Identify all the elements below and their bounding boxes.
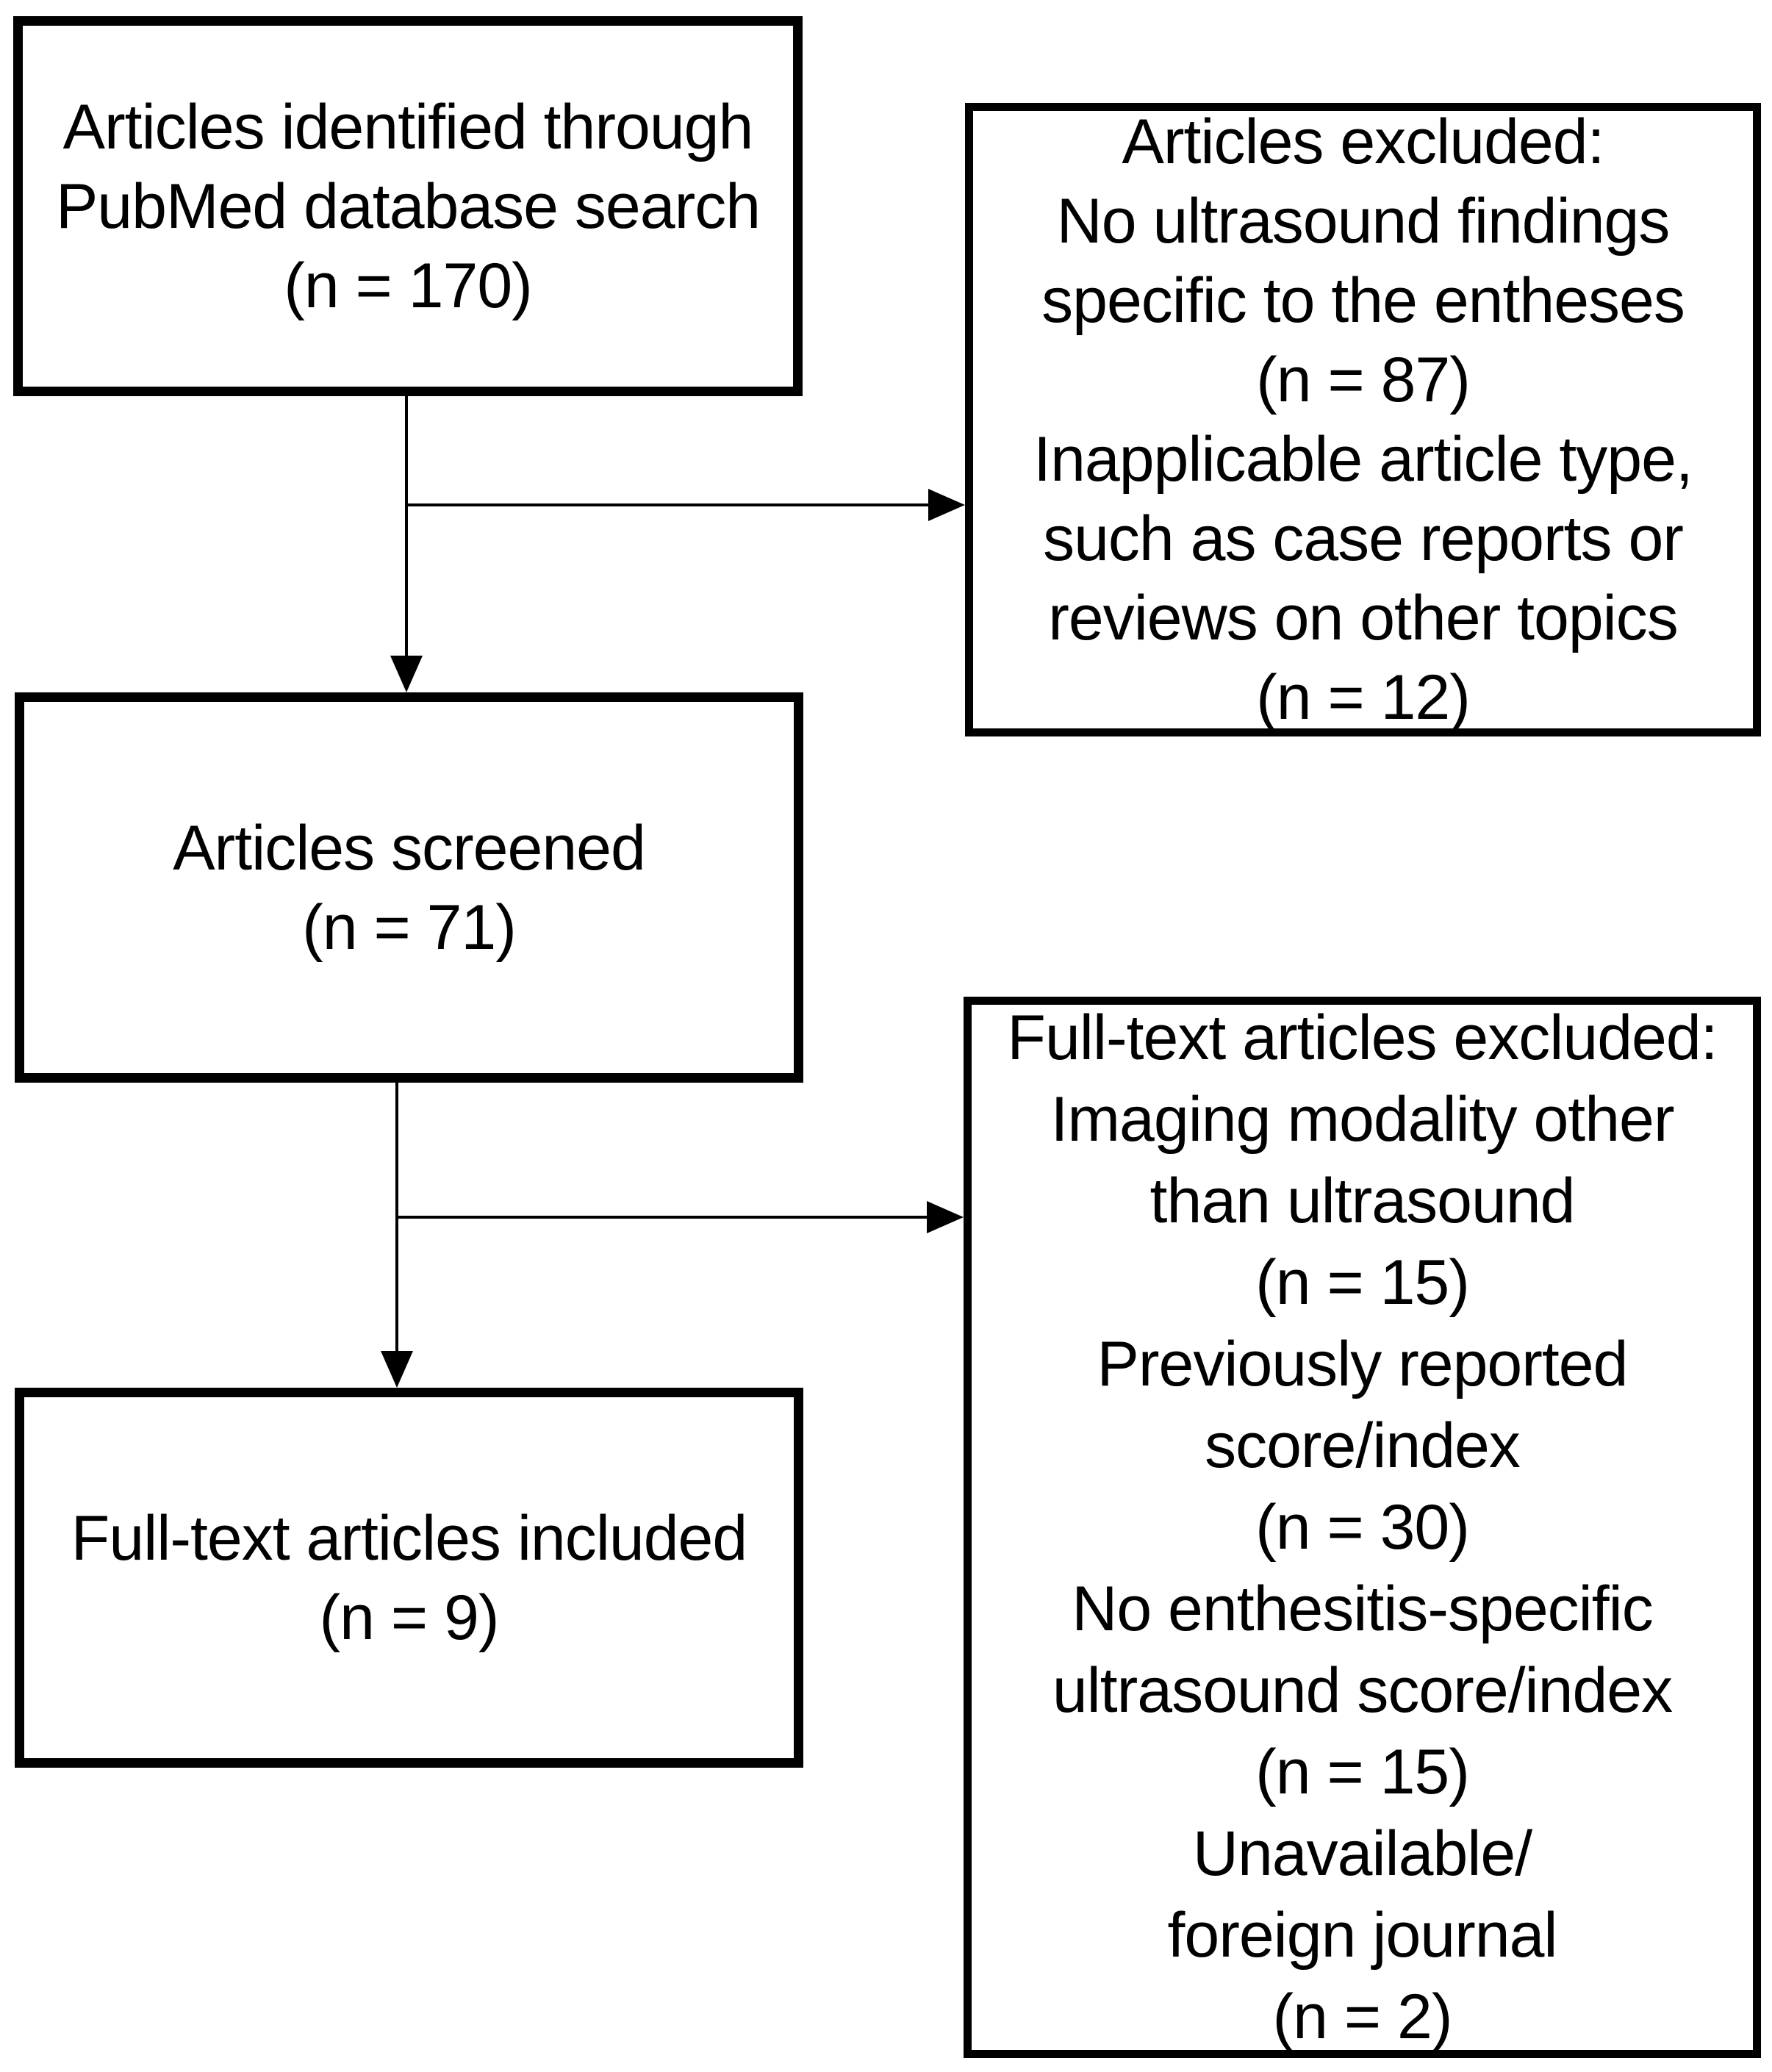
box-text-line: (n = 12) xyxy=(1256,662,1471,733)
arrowhead-down-to-included-icon xyxy=(381,1351,413,1388)
connector-branch-to-excluded-screening-line xyxy=(406,503,930,506)
box-fulltext-articles-excluded: Full-text articles excluded: Imaging mod… xyxy=(964,997,1761,2058)
arrowhead-right-to-excluded-fulltext-icon xyxy=(927,1201,964,1233)
box-text-line: score/index xyxy=(1205,1410,1521,1481)
box-text-line: (n = 9) xyxy=(319,1582,500,1653)
box-text-line: than ultrasound xyxy=(1149,1165,1576,1236)
arrowhead-down-to-screened-icon xyxy=(390,656,423,692)
box-articles-screened: Articles screened (n = 71) xyxy=(15,692,803,1083)
arrowhead-right-to-excluded-screening-icon xyxy=(928,489,965,521)
connector-branch-to-excluded-fulltext-line xyxy=(397,1216,928,1219)
box-text-line: PubMed database search xyxy=(55,171,761,242)
box-text-line: (n = 15) xyxy=(1255,1247,1470,1318)
box-text-line: Articles identified through xyxy=(62,91,754,162)
box-text-line: No ultrasound findings xyxy=(1056,186,1671,257)
connector-identified-to-screened-line xyxy=(405,396,408,657)
box-articles-excluded: Articles excluded: No ultrasound finding… xyxy=(965,103,1761,736)
box-text-line: Full-text articles included xyxy=(71,1502,747,1574)
box-text-line: No enthesitis-specific xyxy=(1072,1573,1654,1644)
box-text-line: Imaging modality other xyxy=(1050,1083,1675,1155)
box-text-line: Inapplicable article type, xyxy=(1033,424,1693,495)
box-text-line: (n = 30) xyxy=(1255,1491,1470,1563)
box-fulltext-articles-included: Full-text articles included (n = 9) xyxy=(15,1388,803,1768)
box-text-line: Articles excluded: xyxy=(1122,107,1605,177)
box-text-line: (n = 2) xyxy=(1272,1981,1453,2052)
box-text-line: such as case reports or xyxy=(1043,503,1684,574)
box-text-line: specific to the entheses xyxy=(1041,265,1685,336)
box-text-line: ultrasound score/index xyxy=(1052,1655,1673,1726)
box-text-line: foreign journal xyxy=(1167,1899,1557,1971)
box-text-line: (n = 170) xyxy=(284,250,533,321)
box-text-line: Articles screened xyxy=(173,812,646,883)
box-text-line: Full-text articles excluded: xyxy=(1007,1002,1718,1073)
box-articles-identified: Articles identified through PubMed datab… xyxy=(13,16,803,396)
box-text-line: (n = 15) xyxy=(1255,1736,1470,1807)
box-text-line: reviews on other topics xyxy=(1048,583,1679,653)
box-text-line: (n = 71) xyxy=(302,892,517,963)
box-text-line: Unavailable/ xyxy=(1192,1818,1532,1889)
box-text-line: (n = 87) xyxy=(1256,345,1471,415)
box-text-line: Previously reported xyxy=(1097,1328,1629,1399)
